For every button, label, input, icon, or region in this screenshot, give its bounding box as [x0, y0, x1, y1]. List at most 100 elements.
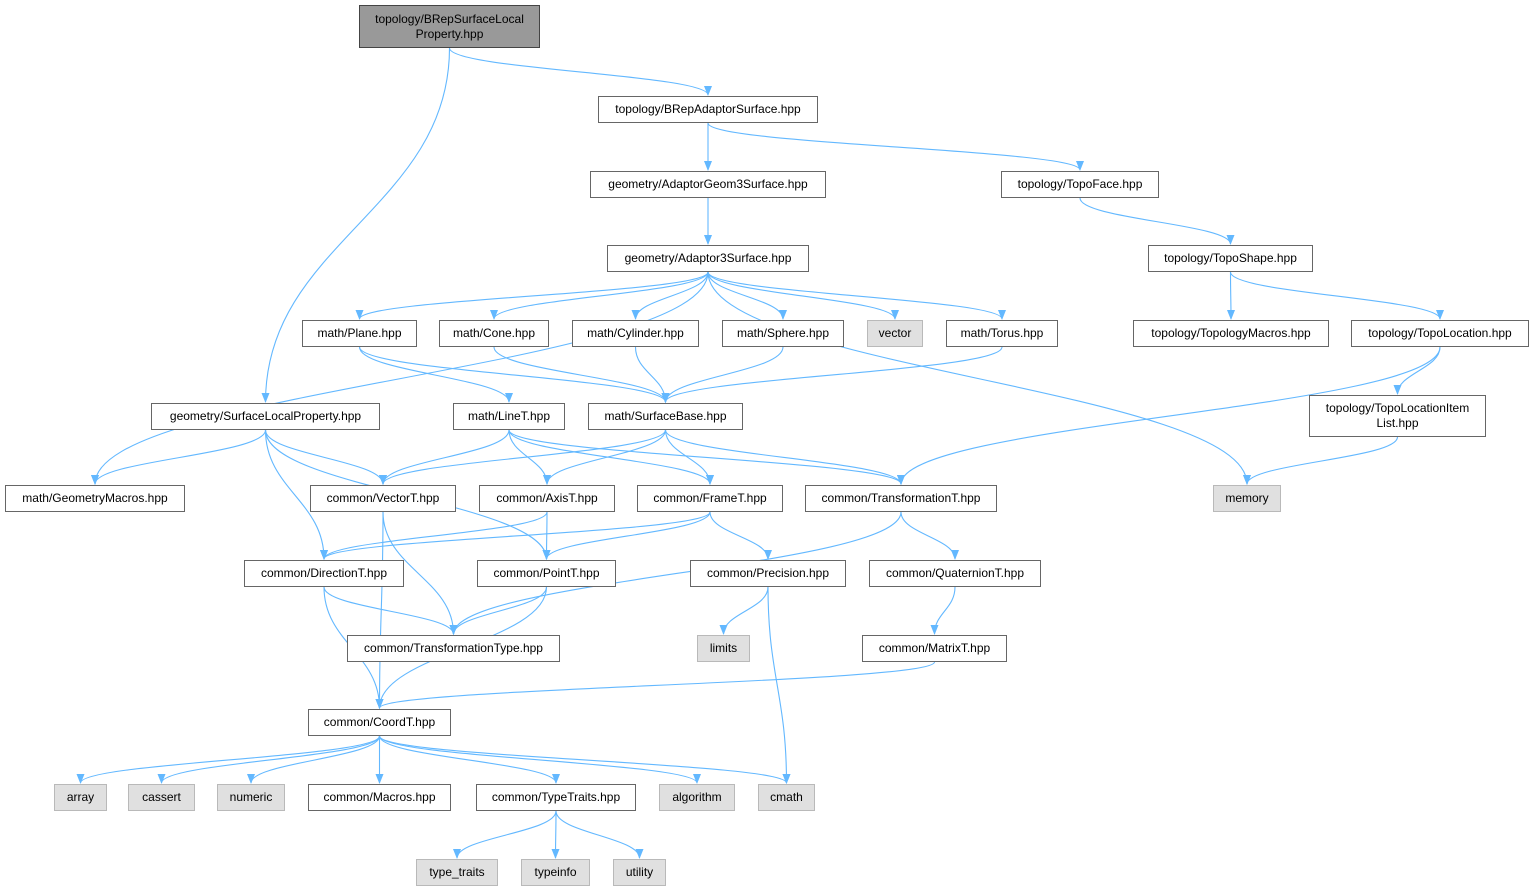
- node-label: numeric: [229, 790, 273, 804]
- node-typeinfo: typeinfo: [521, 859, 590, 886]
- node-label: common/Precision.hpp: [706, 566, 830, 580]
- edge-adaptor3-to-vector: [707, 271, 899, 320]
- edge-surfacebase-to-transformationt: [664, 429, 905, 485]
- edge-coordt-to-typetraits: [378, 735, 560, 784]
- node-topoface[interactable]: topology/TopoFace.hpp: [1001, 171, 1159, 198]
- edge-pointt-to-transtype: [449, 586, 548, 635]
- edge-plane-to-linet: [358, 346, 513, 403]
- node-label: math/Cone.hpp: [452, 326, 536, 340]
- node-torus[interactable]: math/Torus.hpp: [946, 320, 1058, 347]
- node-label: geometry/AdaptorGeom3Surface.hpp: [608, 177, 808, 191]
- node-typetraits[interactable]: common/TypeTraits.hpp: [476, 784, 636, 811]
- node-adaptor3[interactable]: geometry/Adaptor3Surface.hpp: [607, 245, 809, 272]
- edge-root-to-brepadaptor: [448, 47, 712, 96]
- node-algorithm: algorithm: [659, 784, 735, 811]
- node-label: topology/TopoFace.hpp: [1017, 177, 1143, 191]
- node-adaptorgeom3[interactable]: geometry/AdaptorGeom3Surface.hpp: [590, 171, 826, 198]
- node-label: math/LineT.hpp: [467, 409, 551, 423]
- edge-linet-to-framet: [508, 429, 714, 485]
- node-brepadaptor[interactable]: topology/BRepAdaptorSurface.hpp: [598, 96, 818, 123]
- node-utility: utility: [613, 859, 666, 886]
- node-quaterniont[interactable]: common/QuaternionT.hpp: [869, 560, 1041, 587]
- edge-surfacebase-to-framet: [664, 429, 714, 485]
- edge-adaptor3-to-sphere: [707, 271, 787, 320]
- node-surfacebase[interactable]: math/SurfaceBase.hpp: [588, 403, 743, 430]
- node-linet[interactable]: math/LineT.hpp: [453, 403, 565, 430]
- node-cylinder[interactable]: math/Cylinder.hpp: [572, 320, 699, 347]
- node-vector: vector: [867, 320, 923, 347]
- edge-adaptor3-to-cone: [490, 271, 709, 320]
- node-label: common/VectorT.hpp: [326, 491, 440, 505]
- edge-adaptor3-to-torus: [707, 271, 1006, 320]
- node-label: topology/TopoLocationItem List.hpp: [1325, 401, 1470, 430]
- node-label: topology/TopoShape.hpp: [1164, 251, 1297, 265]
- node-cone[interactable]: math/Cone.hpp: [439, 320, 549, 347]
- edge-coordt-to-array: [76, 735, 381, 784]
- node-transformationt[interactable]: common/TransformationT.hpp: [805, 485, 997, 512]
- node-label: memory: [1225, 491, 1269, 505]
- edge-vectort-to-transtype: [382, 511, 458, 635]
- node-sphere[interactable]: math/Sphere.hpp: [722, 320, 844, 347]
- edge-topolocation-to-transformationt: [897, 346, 1441, 485]
- node-root[interactable]: topology/BRepSurfaceLocal Property.hpp: [359, 5, 540, 48]
- edge-precision-to-limits: [719, 586, 769, 635]
- node-surflocal[interactable]: geometry/SurfaceLocalProperty.hpp: [151, 403, 380, 430]
- node-label: common/DirectionT.hpp: [260, 566, 388, 580]
- edge-adaptor3-to-cylinder: [631, 271, 709, 320]
- edge-adaptor3-to-geommacros: [91, 271, 709, 485]
- node-toposhape[interactable]: topology/TopoShape.hpp: [1148, 245, 1313, 272]
- node-framet[interactable]: common/FrameT.hpp: [637, 485, 783, 512]
- node-macros[interactable]: common/Macros.hpp: [308, 784, 451, 811]
- edge-framet-to-pointt: [542, 511, 711, 560]
- node-topolocation[interactable]: topology/TopoLocation.hpp: [1351, 320, 1529, 347]
- edge-coordt-to-numeric: [247, 735, 381, 784]
- node-label: geometry/SurfaceLocalProperty.hpp: [169, 409, 362, 423]
- edge-plane-to-surfacebase: [358, 346, 670, 403]
- edge-torus-to-surfacebase: [661, 346, 1003, 403]
- node-label: common/TypeTraits.hpp: [491, 790, 621, 804]
- node-transtype[interactable]: common/TransformationType.hpp: [347, 635, 560, 662]
- edge-toposhape-to-topolocation: [1229, 271, 1444, 320]
- node-geommacros[interactable]: math/GeometryMacros.hpp: [5, 485, 185, 512]
- node-directiont[interactable]: common/DirectionT.hpp: [244, 560, 404, 587]
- edge-linet-to-vectort: [379, 429, 510, 485]
- node-coordt[interactable]: common/CoordT.hpp: [308, 709, 451, 736]
- edge-axist-to-pointt: [542, 511, 551, 560]
- edge-typetraits-to-utility: [555, 810, 644, 859]
- edge-adaptor3-to-memory: [707, 271, 1251, 485]
- node-label: topology/TopologyMacros.hpp: [1151, 326, 1311, 340]
- node-topolocitem[interactable]: topology/TopoLocationItem List.hpp: [1309, 395, 1486, 437]
- node-topomacros[interactable]: topology/TopologyMacros.hpp: [1133, 320, 1329, 347]
- node-axist[interactable]: common/AxisT.hpp: [479, 485, 615, 512]
- node-precision[interactable]: common/Precision.hpp: [690, 560, 846, 587]
- edge-vectort-to-coordt: [375, 511, 384, 709]
- node-label: common/MatrixT.hpp: [878, 641, 991, 655]
- edge-framet-to-directiont: [320, 511, 711, 560]
- edge-topoface-to-toposhape: [1079, 197, 1235, 245]
- node-label: topology/TopoLocation.hpp: [1368, 326, 1512, 340]
- node-pointt[interactable]: common/PointT.hpp: [477, 560, 616, 587]
- edge-quaterniont-to-matrixt: [930, 586, 956, 635]
- edge-transformationt-to-quaterniont: [900, 511, 959, 560]
- node-matrixt[interactable]: common/MatrixT.hpp: [862, 635, 1007, 662]
- edge-coordt-to-cassert: [157, 735, 381, 784]
- edge-surfacebase-to-vectort: [379, 429, 667, 485]
- edge-toposhape-to-topomacros: [1226, 271, 1235, 320]
- edge-surfacebase-to-axist: [543, 429, 667, 485]
- node-label: typeinfo: [534, 865, 577, 879]
- node-label: common/CoordT.hpp: [323, 715, 436, 729]
- node-plane[interactable]: math/Plane.hpp: [302, 320, 417, 347]
- edge-sphere-to-surfacebase: [661, 346, 784, 403]
- node-label: common/TransformationT.hpp: [821, 491, 981, 505]
- node-label: array: [66, 790, 95, 804]
- node-cmath: cmath: [758, 784, 815, 811]
- edge-directiont-to-transtype: [323, 586, 458, 635]
- edge-surflocal-to-geommacros: [91, 429, 267, 485]
- node-vectort[interactable]: common/VectorT.hpp: [310, 485, 456, 512]
- edge-surflocal-to-directiont: [264, 429, 328, 560]
- edge-cone-to-surfacebase: [493, 346, 670, 403]
- node-cassert: cassert: [128, 784, 195, 811]
- edge-matrixt-to-coordt: [375, 661, 936, 709]
